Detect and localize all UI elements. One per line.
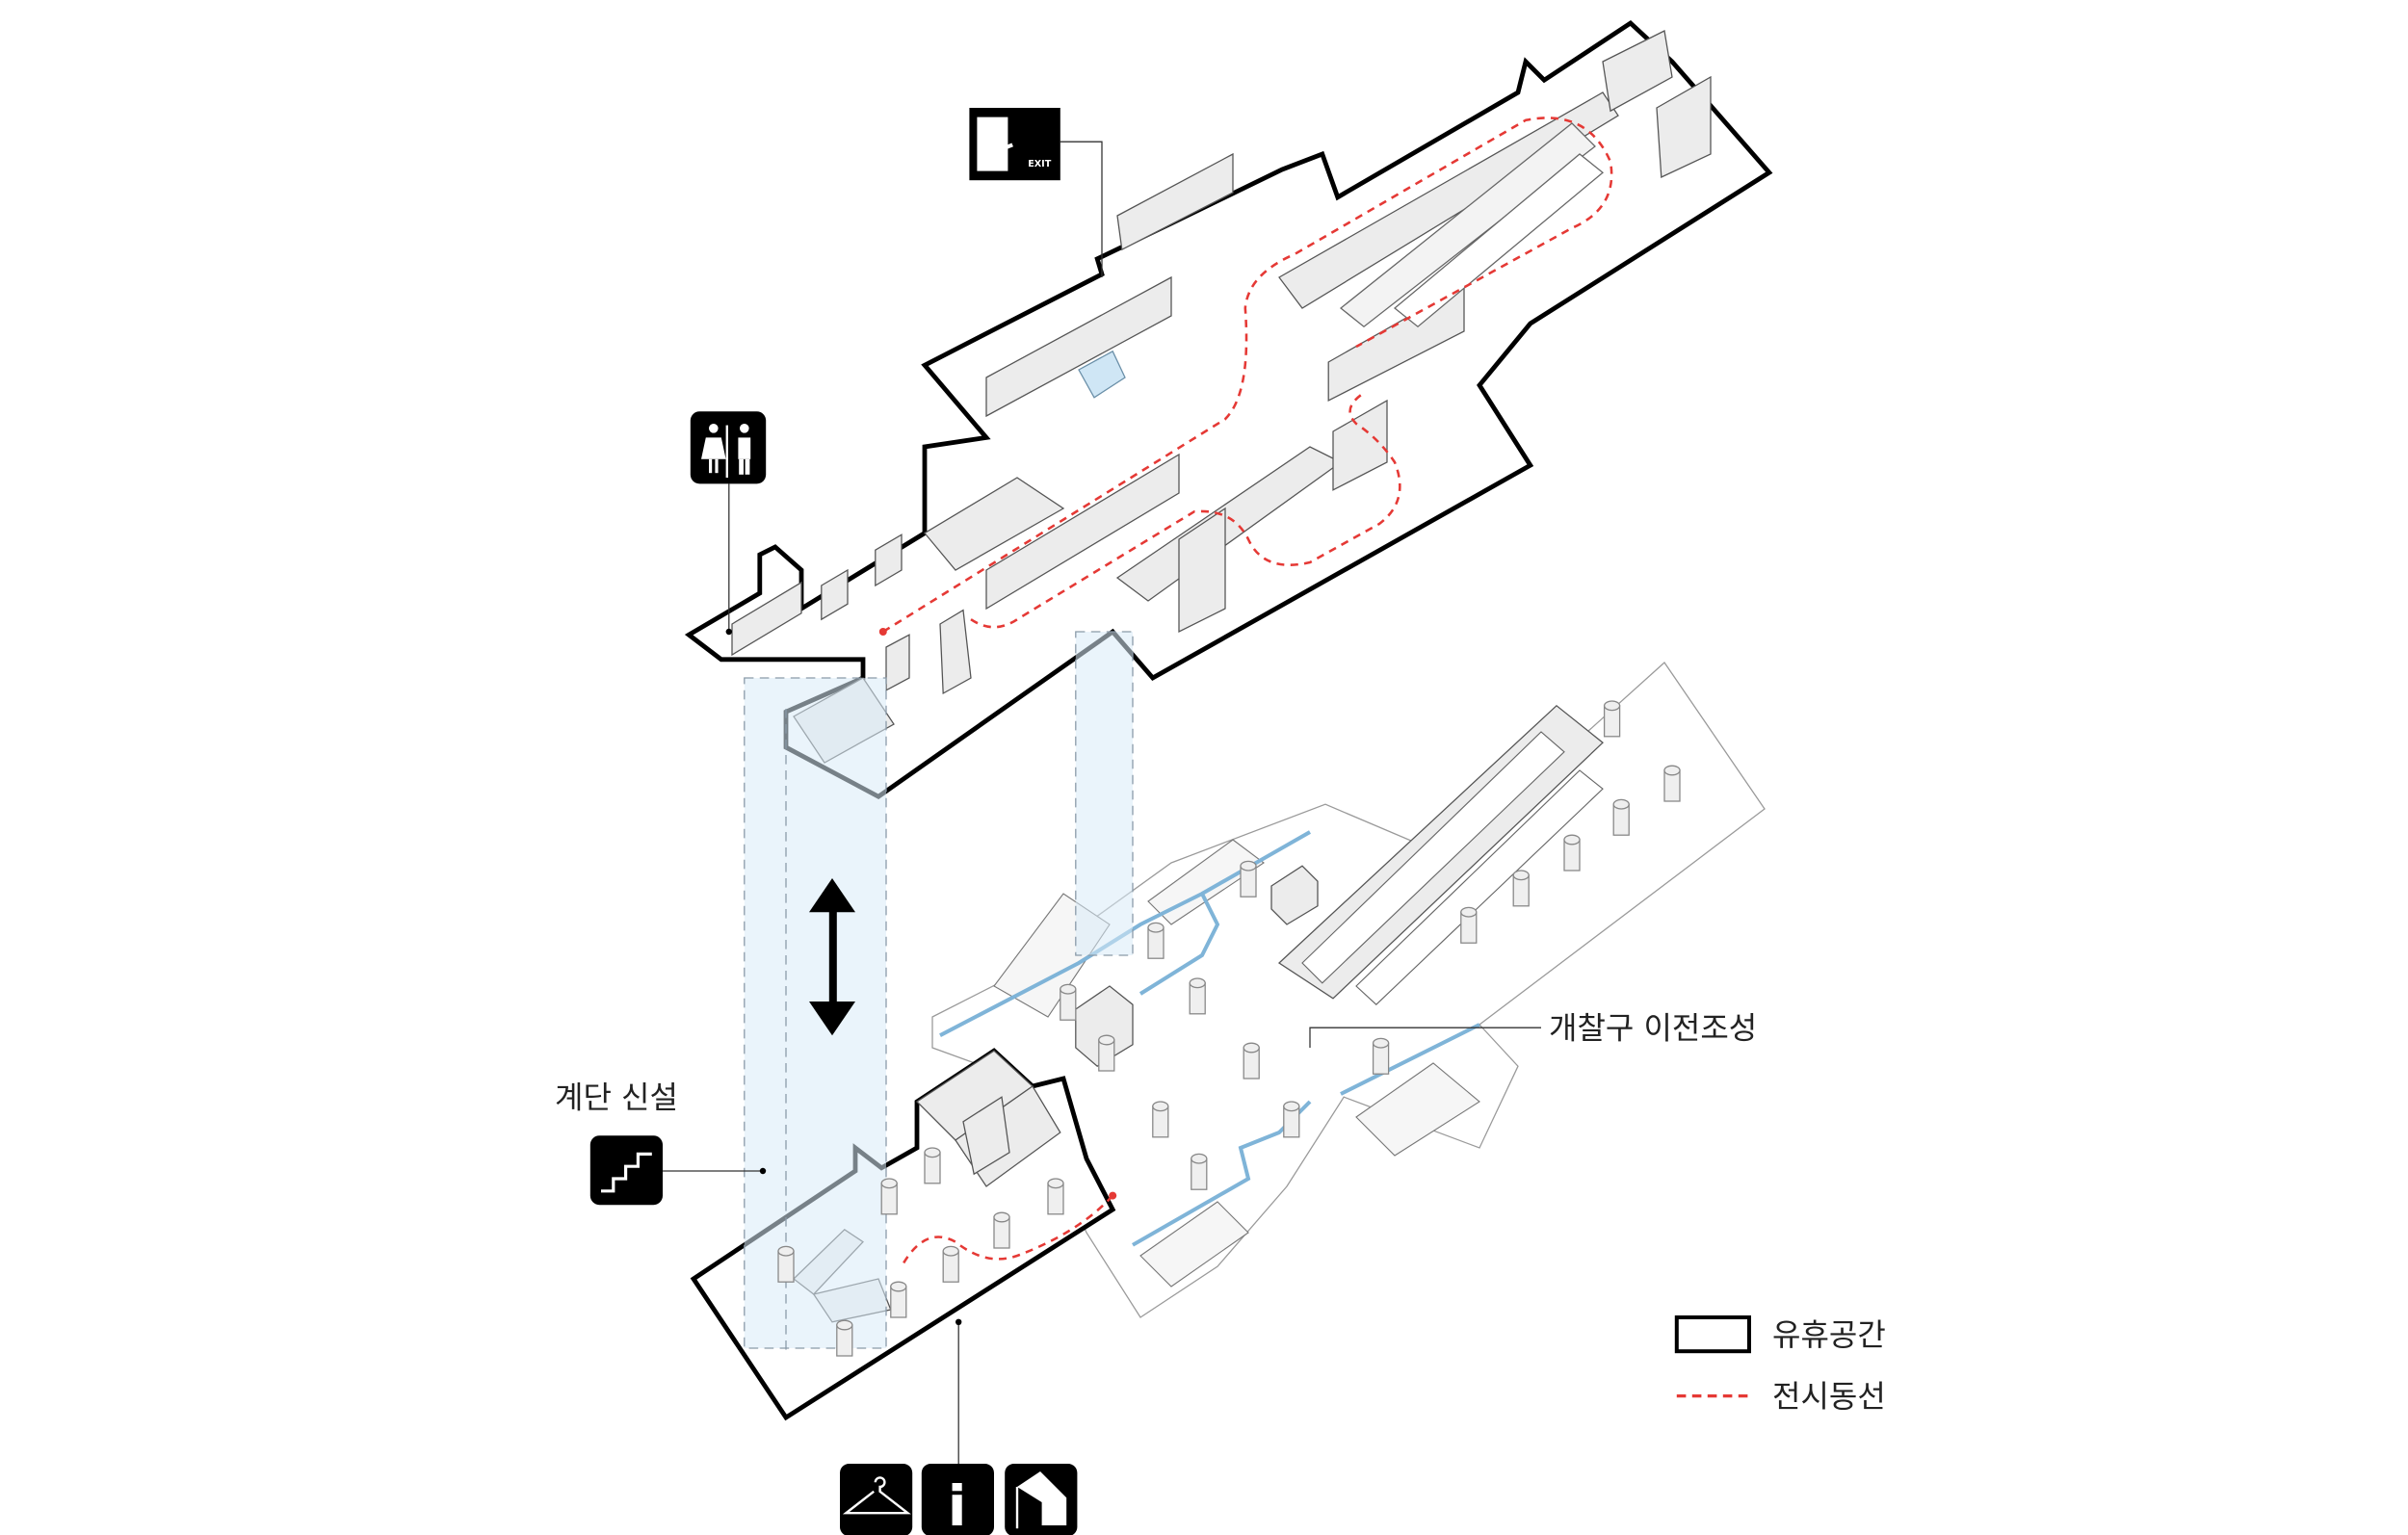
legend-idle-space-label: 유휴공간 xyxy=(1772,1316,1886,1353)
new-stairs-label: 계단 신설 xyxy=(555,1079,678,1115)
stairs-icon xyxy=(589,1135,663,1206)
leader-lines xyxy=(663,141,1542,1465)
lower-box xyxy=(1075,865,1319,1067)
gate-relocation-label: 개찰구 이전조성 xyxy=(1549,1009,1757,1046)
coat-hanger-icon xyxy=(840,1464,913,1535)
vertical-link-stairs xyxy=(744,677,887,1349)
upper-escalator xyxy=(1339,122,1605,328)
exit-text: EXIT xyxy=(1028,159,1052,169)
legend-idle-space-swatch xyxy=(1674,1315,1752,1354)
columns xyxy=(777,700,1681,1357)
upper-walls xyxy=(731,30,1712,764)
lower-idle-rooms xyxy=(915,1050,1061,1187)
legend-route-label: 전시동선 xyxy=(1772,1378,1886,1415)
vertical-connection-arrow-icon xyxy=(809,878,855,1036)
info-glyph: i xyxy=(948,1474,967,1535)
information-icon: i xyxy=(921,1464,994,1535)
exhibition-route-lower xyxy=(900,1194,1114,1267)
legend: 유휴공간 전시동선 xyxy=(1674,1315,1886,1415)
lower-escalator xyxy=(1277,704,1604,1005)
vertical-link-gate xyxy=(1075,631,1134,956)
locker-icon xyxy=(1005,1464,1078,1535)
restroom-icon xyxy=(690,411,767,484)
exhibition-route-upper-1 xyxy=(882,117,1613,634)
exit-sign-icon: EXIT xyxy=(969,108,1060,181)
exhibition-route-upper-2 xyxy=(970,391,1401,629)
